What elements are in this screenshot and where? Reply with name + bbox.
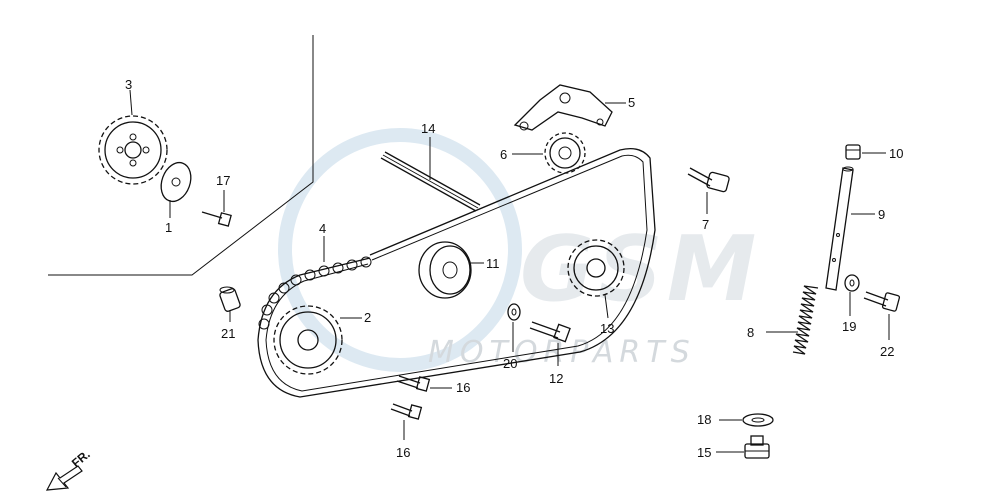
part-15-plug bbox=[744, 435, 770, 459]
part-21-collar bbox=[219, 286, 241, 312]
callout-13: 13 bbox=[600, 321, 614, 336]
part-2-sprocket bbox=[273, 305, 343, 375]
callout-9: 9 bbox=[878, 207, 885, 222]
watermark: GSM MOTORPARTS bbox=[278, 128, 760, 372]
part-22-bolt bbox=[863, 291, 901, 312]
callout-4: 4 bbox=[319, 221, 326, 236]
part-1-plate bbox=[160, 161, 192, 203]
part-10-cap bbox=[845, 144, 861, 160]
callout-15: 15 bbox=[697, 445, 711, 460]
watermark-globe bbox=[278, 128, 522, 372]
part-13-sprocket bbox=[567, 239, 625, 297]
callout-16-b: 16 bbox=[396, 445, 410, 460]
part-16-bolt-b bbox=[390, 403, 423, 420]
callout-21: 21 bbox=[221, 326, 235, 341]
part-4-chain bbox=[257, 147, 656, 398]
part-11-roller bbox=[418, 241, 472, 299]
front-arrow-icon bbox=[45, 465, 83, 491]
watermark-logo: GSM bbox=[520, 217, 760, 322]
front-label: FR. bbox=[69, 447, 93, 470]
part-6-sprocket bbox=[544, 132, 586, 174]
part-8-spring bbox=[792, 285, 819, 355]
callout-3: 3 bbox=[125, 77, 132, 92]
part-14-shaft bbox=[380, 151, 481, 212]
callout-17: 17 bbox=[216, 173, 230, 188]
callout-18: 18 bbox=[697, 412, 711, 427]
callout-1: 1 bbox=[165, 220, 172, 235]
callout-8: 8 bbox=[747, 325, 754, 340]
part-9-pushrod bbox=[825, 166, 854, 291]
callout-22: 22 bbox=[880, 344, 894, 359]
callout-5: 5 bbox=[628, 95, 635, 110]
part-20-washer bbox=[507, 303, 521, 321]
part-12-bolt bbox=[529, 321, 571, 343]
part-16-bolt-a bbox=[396, 375, 431, 392]
callout-14: 14 bbox=[421, 121, 435, 136]
section-boundary-line bbox=[48, 35, 314, 276]
callout-6: 6 bbox=[500, 147, 507, 162]
part-3-sprocket bbox=[98, 115, 168, 185]
callout-7: 7 bbox=[702, 217, 709, 232]
callout-2: 2 bbox=[364, 310, 371, 325]
callout-10: 10 bbox=[889, 146, 903, 161]
watermark-text: MOTORPARTS bbox=[428, 335, 696, 370]
callout-16-a: 16 bbox=[456, 380, 470, 395]
part-19-washer bbox=[844, 274, 860, 292]
chain-links bbox=[258, 256, 372, 330]
callout-12: 12 bbox=[549, 371, 563, 386]
callout-19: 19 bbox=[842, 319, 856, 334]
callout-11: 11 bbox=[486, 256, 500, 271]
part-5-bracket bbox=[513, 84, 613, 131]
part-17-bolt bbox=[201, 211, 232, 227]
part-7-bolt bbox=[687, 167, 730, 193]
direction-indicator: FR. bbox=[45, 447, 93, 491]
callout-20: 20 bbox=[503, 356, 517, 371]
part-18-washer bbox=[742, 413, 774, 427]
